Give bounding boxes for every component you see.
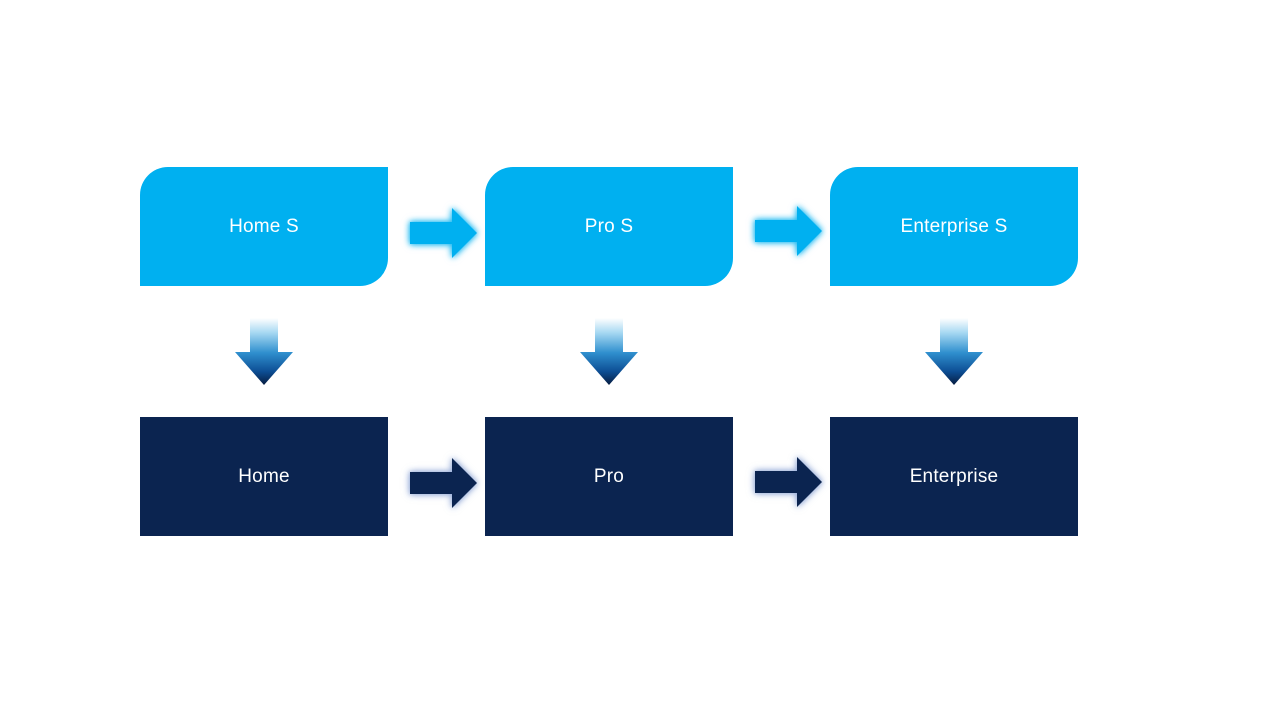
tier-box-label: Enterprise xyxy=(909,465,999,487)
tier-box-home-s: Home S xyxy=(140,167,388,286)
right-arrow-icon xyxy=(410,458,477,508)
tier-box-pro: Pro xyxy=(485,417,733,536)
down-arrow-icon xyxy=(235,318,293,385)
tier-box-pro-s: Pro S xyxy=(485,167,733,286)
tier-box-enterprise-s: Enterprise S xyxy=(830,167,1078,286)
tier-box-label: Pro xyxy=(593,465,625,487)
right-arrow-icon xyxy=(410,208,477,258)
right-arrow-icon xyxy=(755,457,822,507)
down-arrow-icon xyxy=(925,318,983,385)
right-arrow-icon xyxy=(755,206,822,256)
tier-box-home: Home xyxy=(140,417,388,536)
tier-box-label: Pro S xyxy=(584,215,634,237)
down-arrow-icon xyxy=(580,318,638,385)
tier-box-label: Home S xyxy=(229,215,299,237)
tier-box-enterprise: Enterprise xyxy=(830,417,1078,536)
tier-box-label: Home xyxy=(238,465,290,487)
tier-box-label: Enterprise S xyxy=(900,215,1008,237)
